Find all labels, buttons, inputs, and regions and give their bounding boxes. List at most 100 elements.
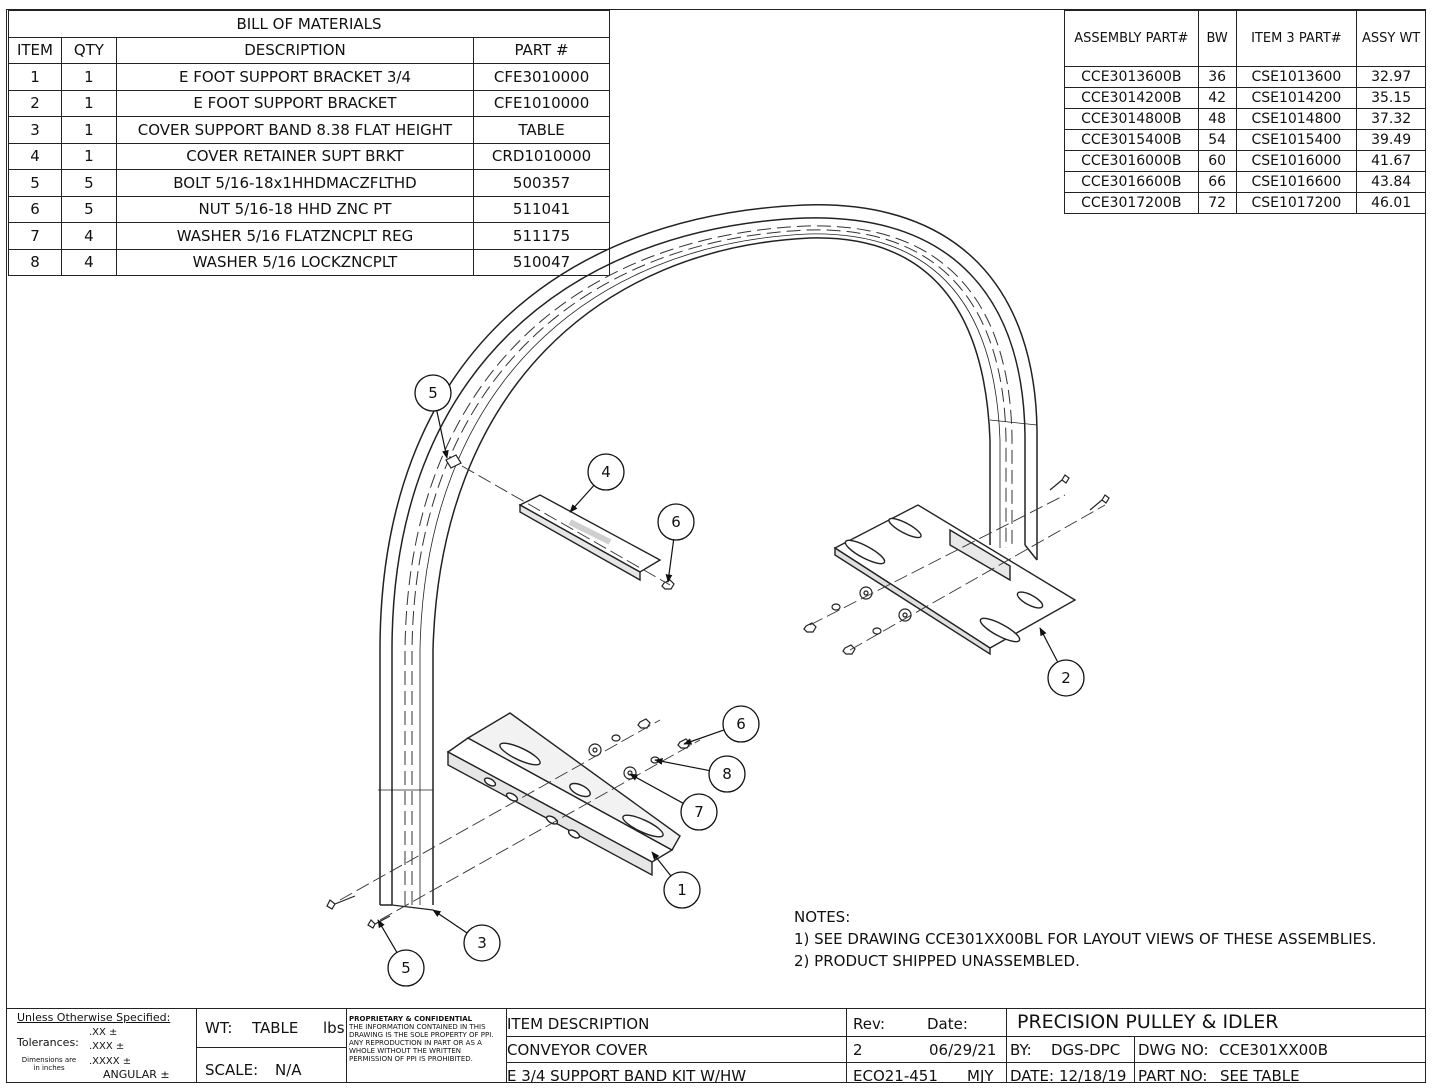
bom-cell-qty: 1 [60,116,117,144]
support-band-hidden-edges [404,225,1013,905]
scale-label: SCALE: [205,1061,259,1079]
bom-cell-description: WASHER 5/16 LOCKZNCPLT [115,248,475,276]
assembly-table: ASSEMBLY PART# BW ITEM 3 PART# ASSY WT C… [1064,10,1426,214]
balloon-circle [1047,659,1085,697]
assembly-cell-part: CCE3013600B [1064,66,1199,88]
balloon-number: 7 [694,803,704,821]
tolerance-xx: .XX ± [89,1027,118,1038]
assembly-cell-bw: 60 [1197,150,1237,172]
bom-cell-description: BOLT 5/16-18x1HHDMACZFLTHD [115,169,475,197]
assembly-cell-part: CCE3016000B [1064,150,1199,172]
bom-cell-part: 500357 [473,169,610,197]
bom-cell-description: E FOOT SUPPORT BRACKET [115,89,475,117]
dwg-value: CCE301XX00B [1219,1041,1328,1059]
bom-header-item: ITEM [8,36,62,64]
scale-value: N/A [275,1061,302,1079]
bill-of-materials-table: BILL OF MATERIALS ITEM QTY DESCRIPTION P… [8,10,610,276]
bom-cell-description: NUT 5/16-18 HHD ZNC PT [115,195,475,223]
assembly-cell-wt: 37.32 [1356,108,1426,130]
bom-cell-part: 510047 [473,248,610,276]
assembly-header-part: ASSEMBLY PART# [1064,10,1199,67]
assembly-cell-wt: 35.15 [1356,87,1426,109]
balloon-circle [657,503,695,541]
proprietary-body: THE INFORMATION CONTAINED IN THIS DRAWIN… [349,1023,494,1063]
revision-cell: Rev: Date: 2 06/29/21 ECO21-451 MJY [847,1009,1007,1083]
by-label: BY: [1010,1041,1032,1059]
balloon-number: 3 [477,934,487,952]
bom-cell-qty: 1 [60,89,117,117]
rev-date: 06/29/21 [929,1041,997,1059]
bom-cell-item: 6 [8,195,62,223]
tolerance-xxxx: .XXXX ± [89,1056,132,1067]
callout-balloon: 8 [654,755,746,793]
company-cell: PRECISION PULLEY & IDLER BY: DGS-DPC DWG… [1007,1009,1426,1083]
weight-value: TABLE [252,1019,299,1037]
cover-retainer-bracket [518,494,662,582]
assembly-cell-part: CCE3015400B [1064,129,1199,151]
notes-heading: NOTES: [794,908,851,926]
assembly-cell-item3: CSE1017200 [1235,192,1358,214]
assembly-cell-item3: CSE1013600 [1235,66,1358,88]
eco-by: MJY [967,1067,994,1083]
balloon-leader [683,729,725,745]
bom-cell-qty: 1 [60,63,117,91]
drawing-frame [6,9,1426,1083]
balloon-circle [587,453,625,491]
description-divider-1 [507,1036,847,1037]
assembly-cell-part: CCE3014800B [1064,108,1199,130]
fasteners [326,454,1110,929]
balloon-number: 2 [1061,669,1071,687]
assembly-header-bw: BW [1197,10,1237,67]
tolerance-xxx: .XXX ± [89,1041,125,1052]
callout-balloon: 1 [651,851,701,909]
bom-cell-description: COVER RETAINER SUPT BRKT [115,142,475,170]
bom-cell-item: 3 [8,116,62,144]
rev-company-divider-2 [847,1062,1426,1063]
weight-unit: lbs [323,1019,345,1037]
assembly-cell-part: CCE3014200B [1064,87,1199,109]
item-description-label: ITEM DESCRIPTION [507,1015,650,1033]
balloon-circle [387,949,425,987]
balloon-leader [629,773,684,804]
assembly-cell-item3: CSE1014200 [1235,87,1358,109]
bom-cell-part: TABLE [473,116,610,144]
foot-support-bracket-3-4 [446,712,681,877]
balloon-number: 4 [601,463,611,481]
tolerances-label: Tolerances: [17,1036,79,1049]
company-vertical-divider [1134,1036,1135,1083]
weight-label: WT: [205,1019,233,1037]
angular-tolerance: ANGULAR ± [103,1068,170,1081]
bom-cell-item: 4 [8,142,62,170]
balloon-leader [569,484,595,513]
assembly-header-wt: ASSY WT [1356,10,1426,67]
notes-block: NOTES: 1) SEE DRAWING CCE301XX00BL FOR L… [794,906,1376,972]
description-divider-2 [507,1062,847,1063]
balloon-leader [665,539,675,583]
balloon-circle [663,871,701,909]
center-lines [339,465,1106,921]
proprietary-heading: PROPRIETARY & CONFIDENTIAL [349,1015,473,1023]
date-value: 12/18/19 [1059,1067,1127,1083]
bom-cell-item: 8 [8,248,62,276]
bom-cell-item: 7 [8,222,62,250]
bom-cell-description: E FOOT SUPPORT BRACKET 3/4 [115,63,475,91]
unless-specified: Unless Otherwise Specified: [17,1011,171,1024]
tolerance-cell: Unless Otherwise Specified: Tolerances: … [7,1009,197,1083]
assembly-cell-part: CCE3017200B [1064,192,1199,214]
balloon-leader [436,410,449,459]
proprietary-cell: PROPRIETARY & CONFIDENTIAL THE INFORMATI… [347,1009,507,1083]
callout-balloon: 6 [657,503,695,583]
balloon-circle [680,793,718,831]
balloon-number: 6 [736,715,746,733]
assembly-cell-wt: 46.01 [1356,192,1426,214]
